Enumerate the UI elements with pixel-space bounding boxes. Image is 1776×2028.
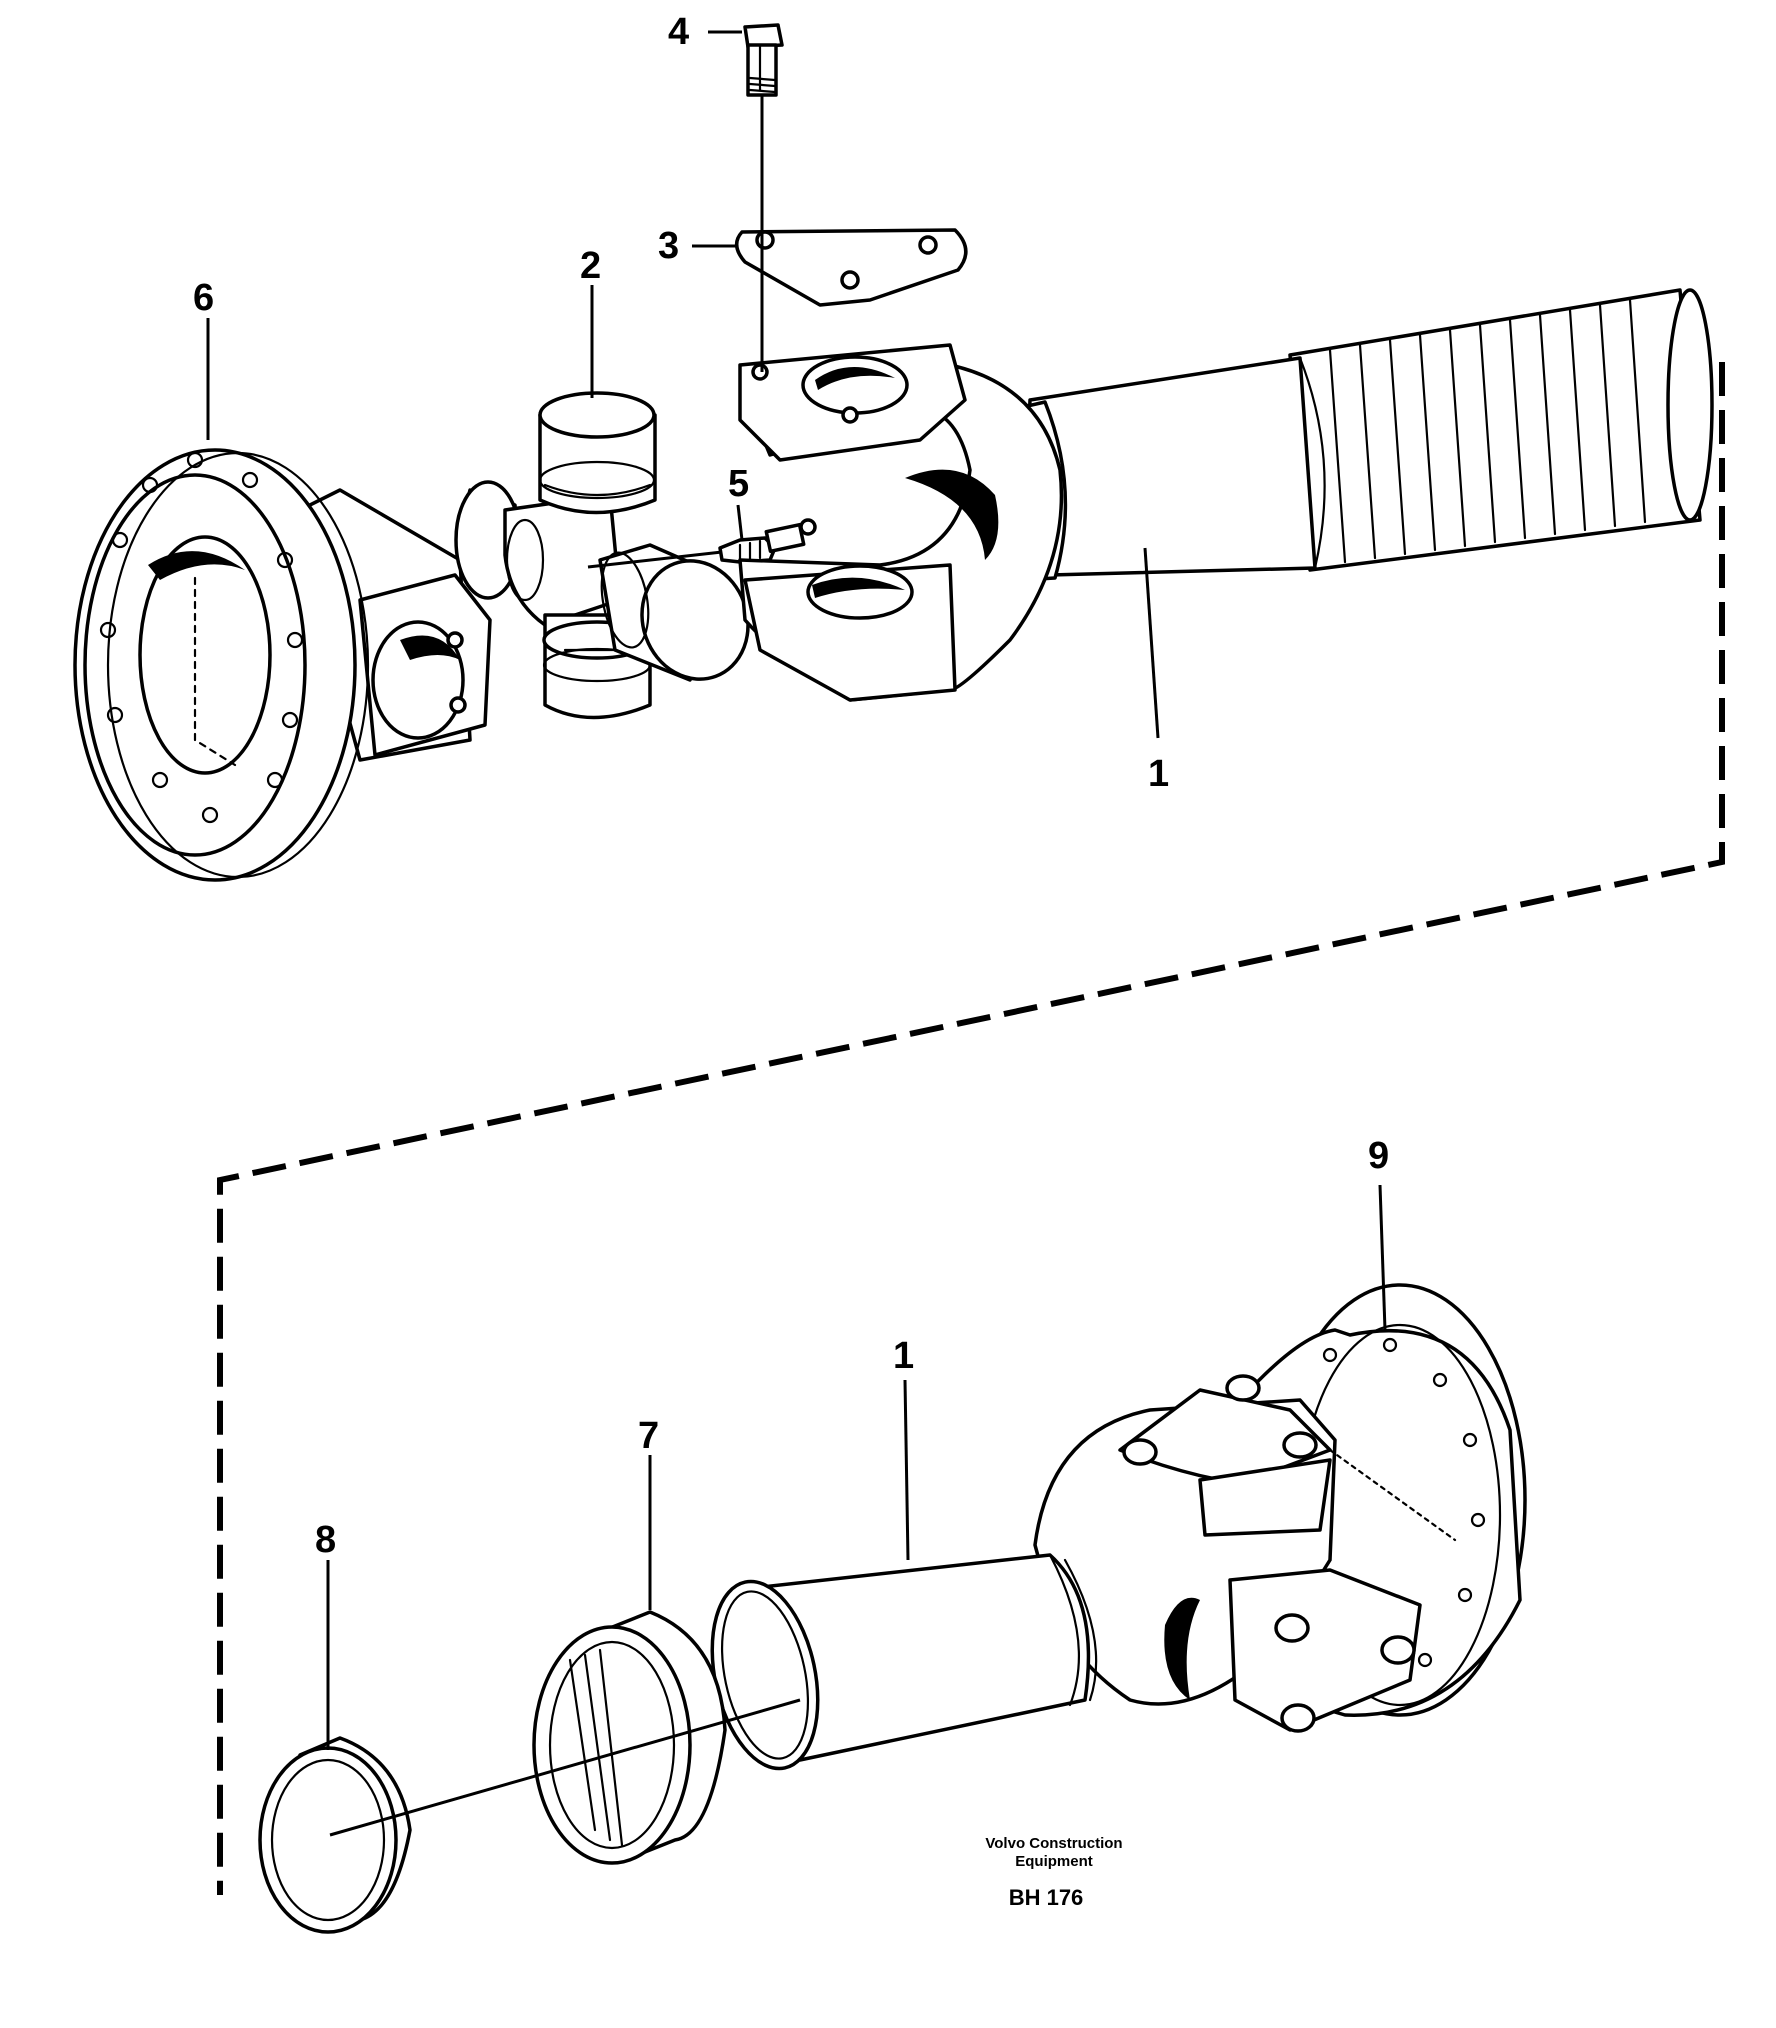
caption-line-2: Equipment bbox=[1015, 1853, 1093, 1870]
assembly-connector-dashed bbox=[217, 362, 1725, 1895]
callout-5: 5 bbox=[728, 463, 749, 505]
slip-yoke-shaft-1 bbox=[738, 288, 1714, 702]
universal-joint-2 bbox=[454, 391, 750, 720]
leader-1-bottom bbox=[903, 1379, 910, 1561]
lock-plate-3 bbox=[735, 228, 968, 307]
callout-9: 9 bbox=[1368, 1135, 1389, 1177]
cap-bolts bbox=[1122, 1374, 1318, 1466]
flange-yoke-9 bbox=[1033, 1283, 1527, 1733]
callout-6: 6 bbox=[193, 277, 214, 319]
ring-8 bbox=[258, 1736, 412, 1934]
figure-code: BH 176 bbox=[1009, 1885, 1084, 1910]
callout-4: 4 bbox=[668, 11, 689, 53]
caption-line-1: Volvo Construction bbox=[985, 1835, 1122, 1852]
tube-1-bottom bbox=[710, 1553, 1098, 1771]
callout-3: 3 bbox=[658, 225, 679, 267]
seal-7 bbox=[532, 1610, 727, 1865]
ear-bolts bbox=[1274, 1613, 1416, 1733]
callout-1-bottom: 1 bbox=[893, 1335, 914, 1377]
shaft-splines bbox=[1328, 298, 1647, 564]
flange-bolt-holes bbox=[99, 451, 304, 824]
bolt-4 bbox=[743, 23, 784, 97]
callout-2: 2 bbox=[580, 245, 601, 287]
flange-yoke-6 bbox=[73, 448, 492, 882]
leader-9 bbox=[1378, 1184, 1387, 1331]
callout-8: 8 bbox=[315, 1519, 336, 1561]
callout-7: 7 bbox=[638, 1415, 659, 1457]
callout-1-top: 1 bbox=[1148, 753, 1169, 795]
grease-nipple-5 bbox=[718, 518, 817, 564]
leader-1-top bbox=[1143, 547, 1160, 739]
leader-5 bbox=[736, 504, 744, 541]
